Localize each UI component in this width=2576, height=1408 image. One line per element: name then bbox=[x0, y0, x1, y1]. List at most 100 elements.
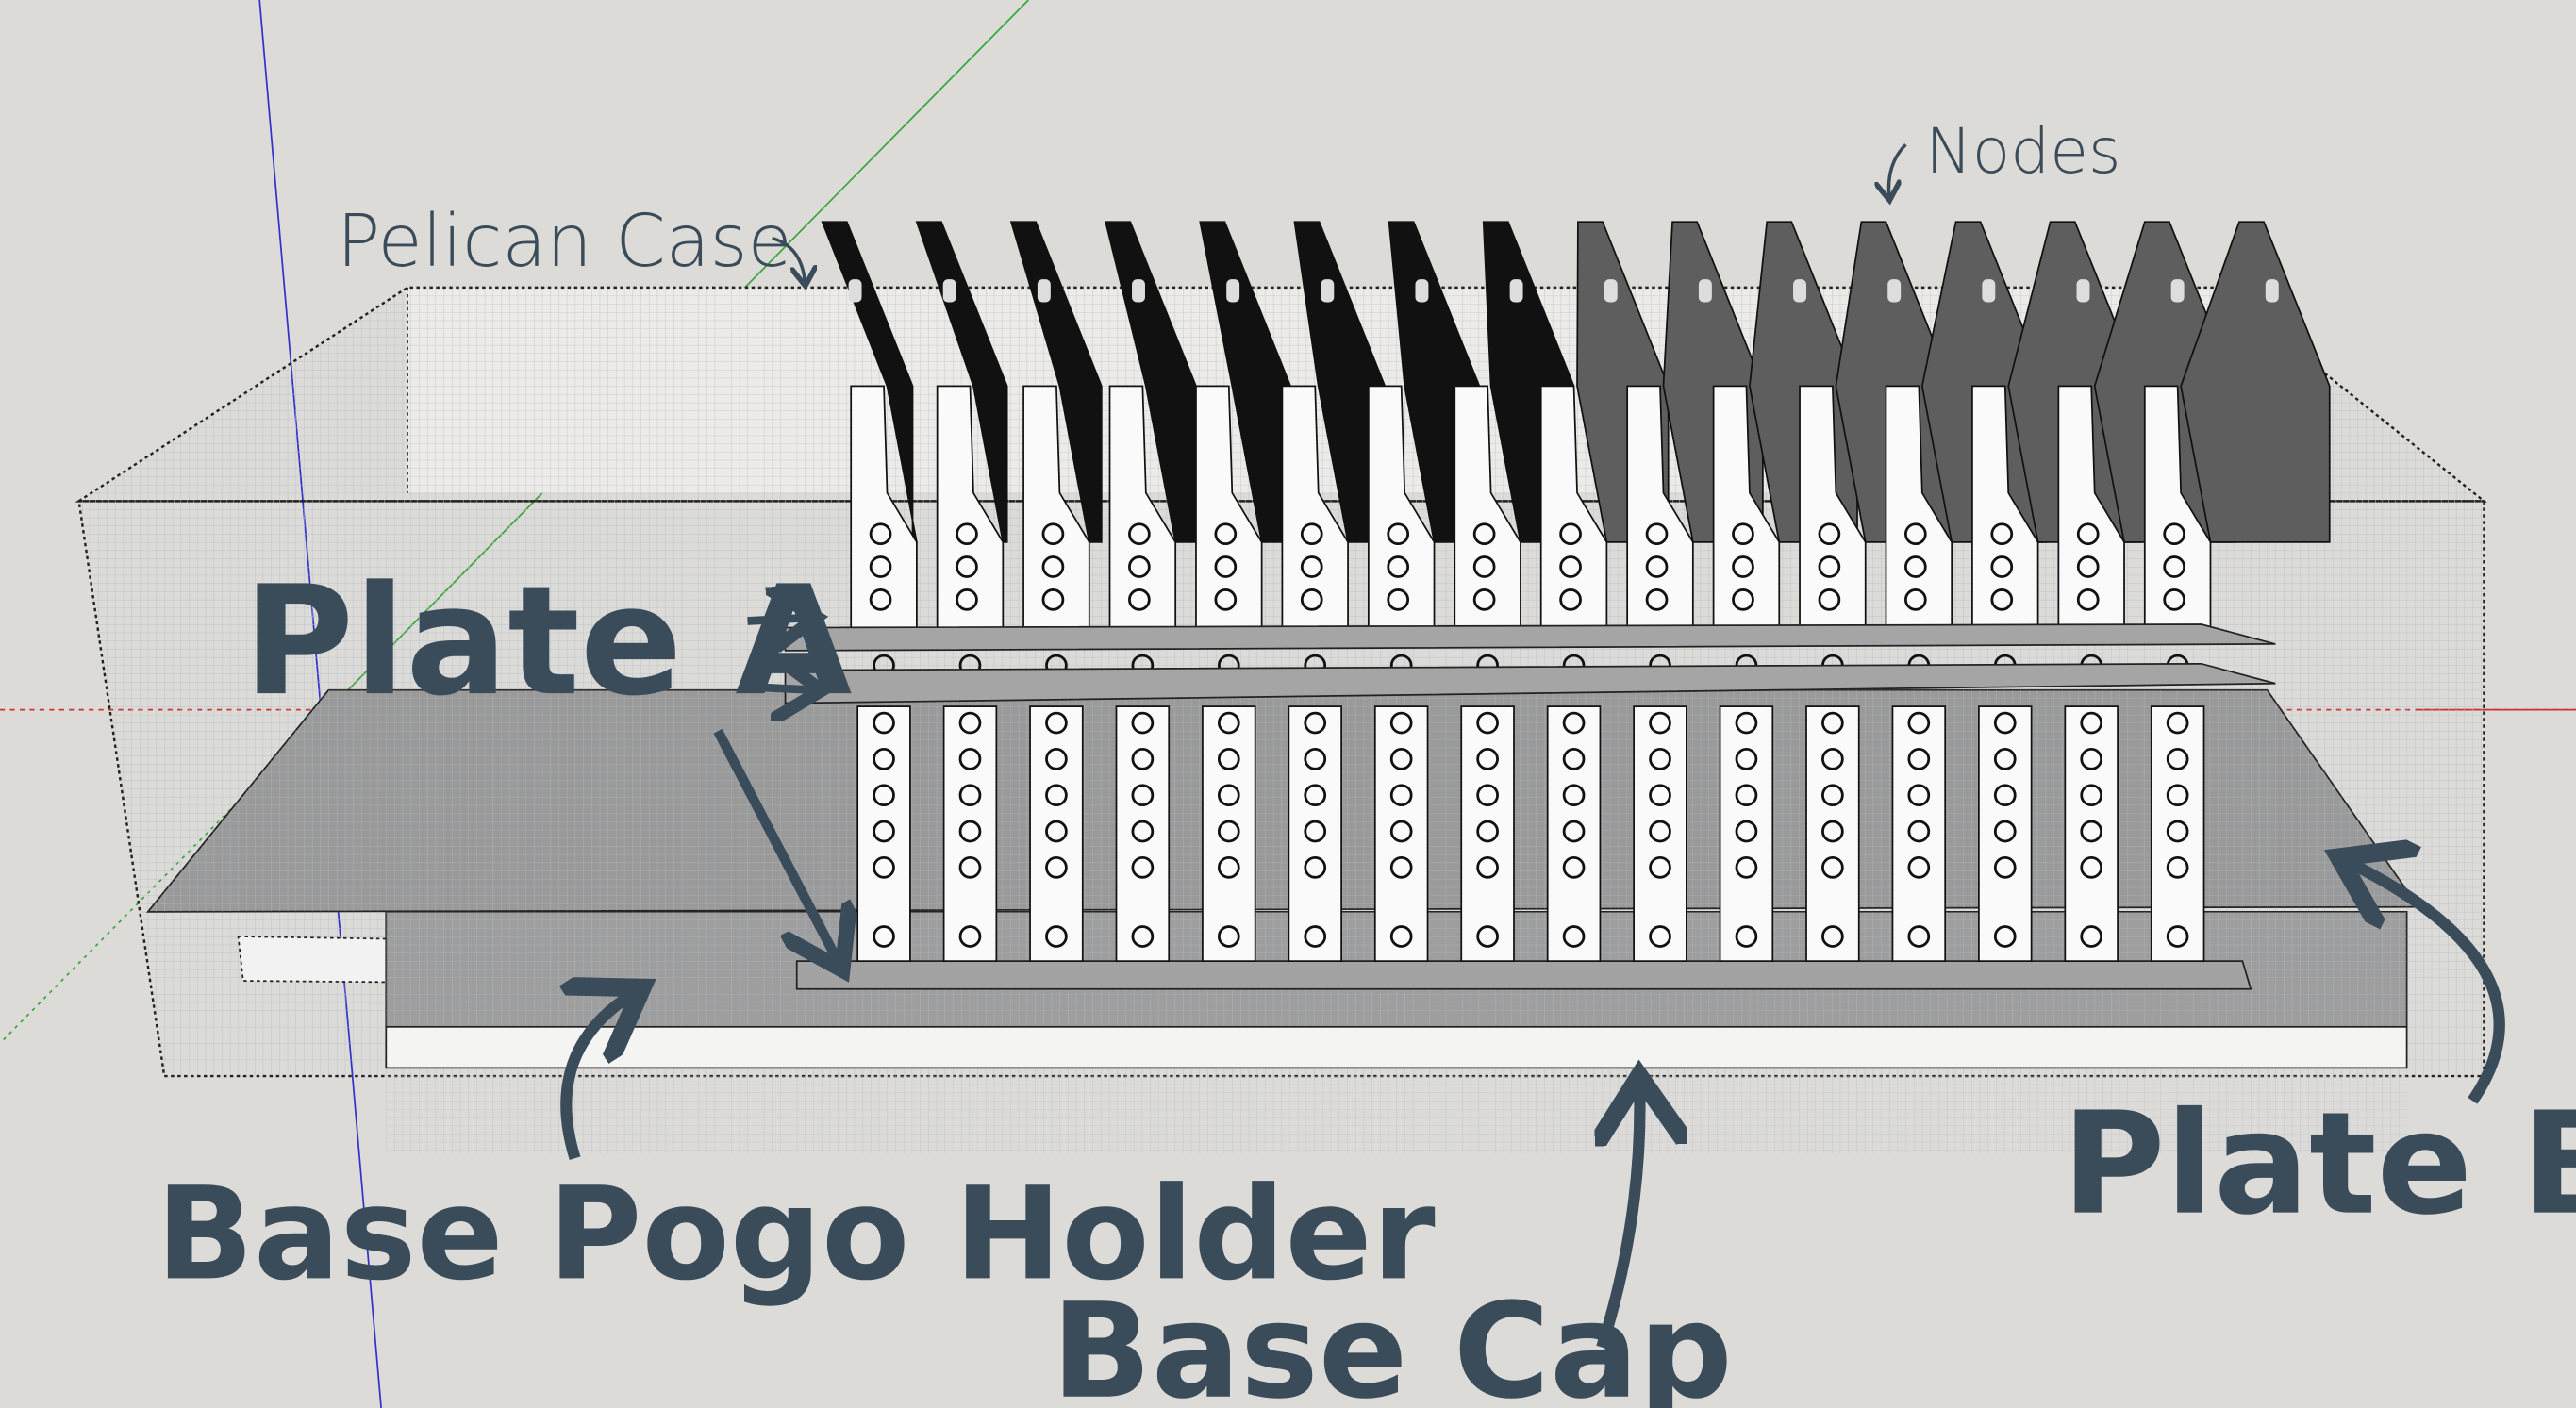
pogo-hole bbox=[873, 748, 895, 770]
annotation-plate-b: Plate B bbox=[2062, 863, 2576, 1247]
pogo-hole bbox=[1907, 855, 1931, 879]
pogo-hole bbox=[1990, 588, 2014, 611]
pogo-hole bbox=[1389, 748, 1413, 770]
pogo-hole bbox=[1214, 588, 1238, 611]
node[interactable] bbox=[1195, 221, 1291, 963]
node[interactable] bbox=[1281, 221, 1387, 963]
node-slot bbox=[1793, 279, 1807, 303]
pogo-hole bbox=[1559, 588, 1582, 611]
node[interactable] bbox=[1009, 221, 1103, 963]
pogo-hole bbox=[1732, 555, 1754, 578]
pogo-hole bbox=[1304, 855, 1327, 879]
pogo-hole bbox=[1821, 855, 1844, 879]
pogo-hole bbox=[1907, 820, 1931, 843]
pogo-hole bbox=[1217, 784, 1240, 807]
pogo-hole bbox=[873, 784, 895, 807]
node[interactable] bbox=[2143, 221, 2331, 963]
pogo-hole bbox=[1645, 522, 1669, 546]
pogo-hole bbox=[1300, 555, 1323, 578]
pogo-hole bbox=[956, 555, 978, 578]
node-lower-body bbox=[1891, 705, 1947, 963]
pogo-hole bbox=[873, 925, 895, 948]
node-lower-body bbox=[1373, 705, 1429, 963]
pogo-hole bbox=[1476, 925, 1499, 948]
pogo-hole bbox=[1128, 588, 1151, 611]
node[interactable] bbox=[1454, 221, 1575, 963]
node[interactable] bbox=[821, 221, 918, 963]
pogo-hole bbox=[1993, 784, 2017, 807]
svg-text:Base Cap: Base Cap bbox=[1052, 1275, 1733, 1408]
pogo-hole bbox=[1993, 748, 2017, 770]
pogo-hole bbox=[2166, 784, 2189, 807]
node-slot bbox=[1604, 279, 1618, 303]
pogo-hole bbox=[1131, 855, 1155, 879]
node-lower-body bbox=[1719, 705, 1774, 963]
pogo-hole bbox=[2080, 925, 2103, 948]
pogo-hole bbox=[958, 820, 982, 843]
pogo-hole bbox=[1128, 555, 1151, 578]
node-lower-body bbox=[1029, 705, 1084, 963]
node[interactable] bbox=[1799, 221, 1953, 963]
base-cap[interactable] bbox=[385, 1025, 2408, 1069]
pogo-hole bbox=[873, 820, 895, 843]
node[interactable] bbox=[1105, 221, 1197, 963]
node-fin bbox=[1009, 221, 1103, 543]
pogo-hole bbox=[1562, 820, 1586, 843]
pogo-hole bbox=[1387, 555, 1410, 578]
node-lower-body bbox=[1546, 705, 1602, 963]
pogo-hole bbox=[1993, 820, 2017, 843]
pogo-hole bbox=[1907, 748, 1931, 770]
svg-text:Nodes: Nodes bbox=[1925, 115, 2120, 188]
pogo-hole bbox=[2076, 555, 2100, 578]
pogo-hole bbox=[2080, 820, 2103, 843]
lower-plate[interactable] bbox=[795, 960, 2252, 990]
pogo-hole bbox=[1472, 588, 1496, 611]
pogo-hole bbox=[1993, 855, 2017, 879]
pogo-hole bbox=[1732, 588, 1754, 611]
pogo-hole bbox=[1907, 784, 1931, 807]
node-slot bbox=[942, 279, 956, 303]
pogo-hole bbox=[1389, 820, 1413, 843]
pogo-hole bbox=[1649, 748, 1671, 770]
node-lower-body bbox=[2064, 705, 2119, 963]
pogo-hole bbox=[1649, 855, 1671, 879]
pogo-hole bbox=[1476, 855, 1499, 879]
pogo-hole bbox=[1387, 522, 1410, 546]
node-slot bbox=[2170, 279, 2185, 303]
annotation-nodes: Nodes bbox=[1888, 115, 2120, 197]
node-lower-body bbox=[1978, 705, 2033, 963]
node[interactable] bbox=[915, 221, 1008, 963]
plate-a[interactable] bbox=[784, 623, 2276, 704]
pogo-hole bbox=[1389, 784, 1413, 807]
pogo-hole bbox=[1041, 555, 1065, 578]
pogo-hole bbox=[1389, 925, 1413, 948]
pogo-hole bbox=[1304, 820, 1327, 843]
pogo-hole bbox=[1903, 555, 1927, 578]
pogo-hole bbox=[958, 855, 982, 879]
pogo-hole bbox=[1562, 925, 1586, 948]
pogo-hole bbox=[1645, 555, 1669, 578]
pogo-hole bbox=[1649, 711, 1671, 735]
node-lower-body bbox=[1460, 705, 1515, 963]
node-lower-body bbox=[1202, 705, 1256, 963]
pogo-hole bbox=[1732, 522, 1754, 546]
pogo-hole bbox=[956, 522, 978, 546]
pogo-hole bbox=[1128, 522, 1151, 546]
node-lower-body bbox=[856, 705, 911, 963]
node-lower-body bbox=[942, 705, 998, 963]
pogo-hole bbox=[1045, 820, 1068, 843]
pogo-hole bbox=[869, 522, 892, 546]
node[interactable] bbox=[1885, 221, 2048, 963]
pogo-hole bbox=[1476, 748, 1499, 770]
svg-text:Pelican Case: Pelican Case bbox=[337, 200, 792, 284]
node-lower-body bbox=[1115, 705, 1171, 963]
node-fin bbox=[2180, 221, 2331, 543]
pogo-hole bbox=[873, 855, 895, 879]
pogo-hole bbox=[1735, 820, 1758, 843]
pogo-hole bbox=[1821, 820, 1844, 843]
pogo-hole bbox=[1990, 555, 2014, 578]
pogo-hole bbox=[1041, 588, 1065, 611]
node-slot bbox=[1509, 279, 1523, 303]
pogo-hole bbox=[958, 784, 982, 807]
